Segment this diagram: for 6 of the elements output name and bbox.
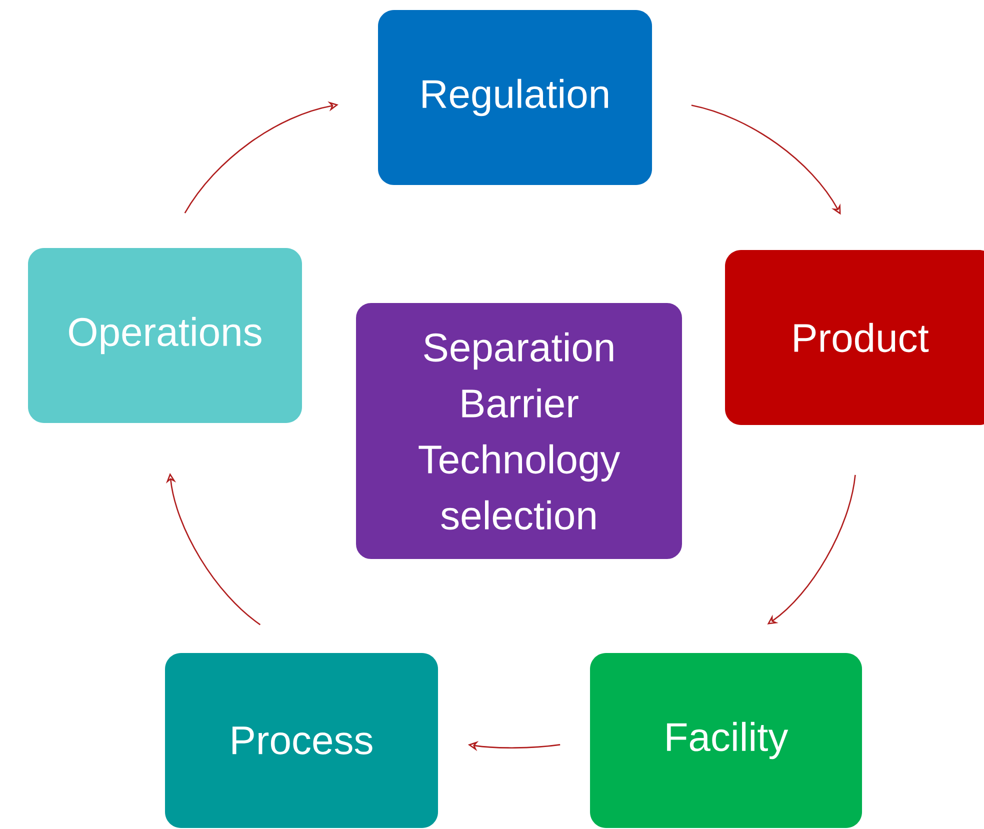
process-box: Product [725,250,984,425]
process-box: Process [165,653,438,828]
process-box: Regulation [378,10,652,185]
process-box: Facility [590,653,862,828]
center-box: Separation Barrier Technology selection [354,301,684,561]
process-box: Operations [28,248,302,423]
